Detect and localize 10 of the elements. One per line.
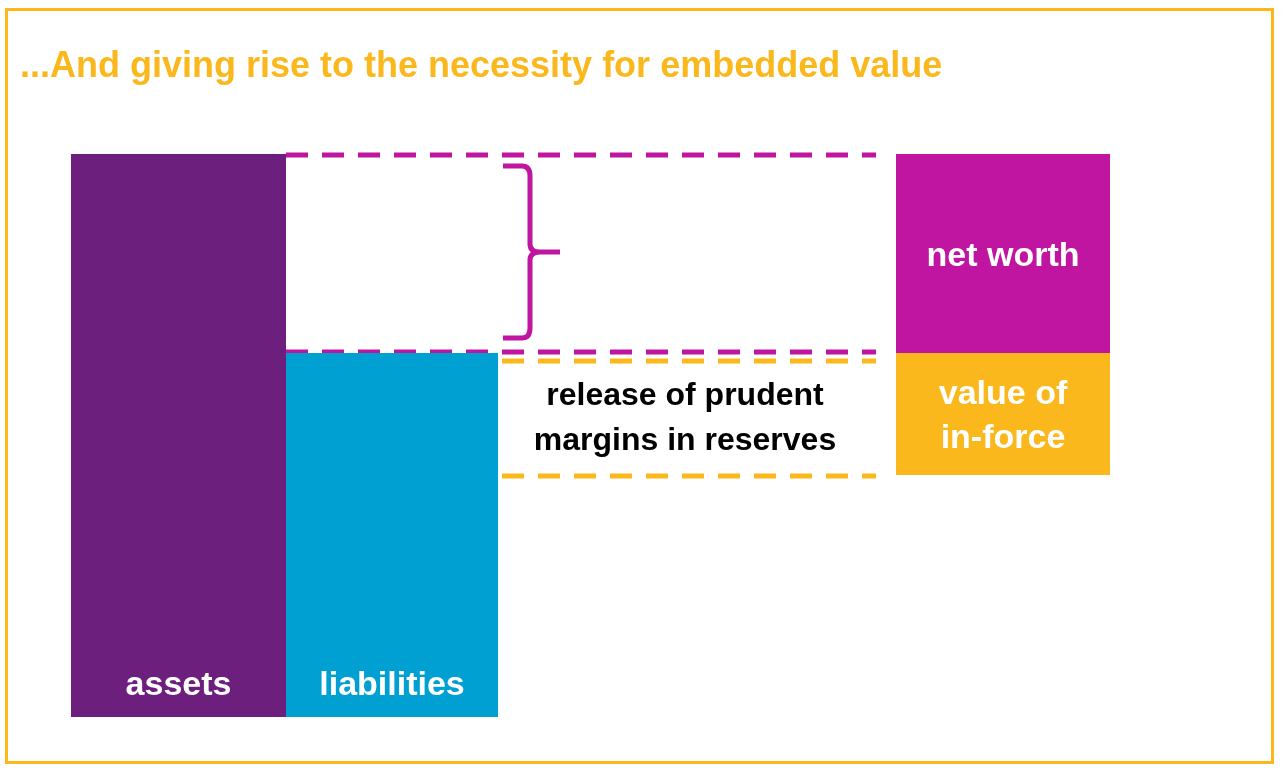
bar-label: assets [125,663,232,704]
liabilities-bar [286,353,498,717]
value-of-in-force-block [896,353,1110,475]
net-worth-block [896,154,1110,353]
annotation-text: release of prudent margins in reserves [532,375,838,459]
slide-title: ...And giving rise to the necessity for embedded value [20,44,943,86]
bar-label: net worth [926,233,1080,275]
assets-bar [71,154,286,717]
bar-label: liabilities [319,663,465,704]
bar-label: value of in-force [937,372,1069,457]
